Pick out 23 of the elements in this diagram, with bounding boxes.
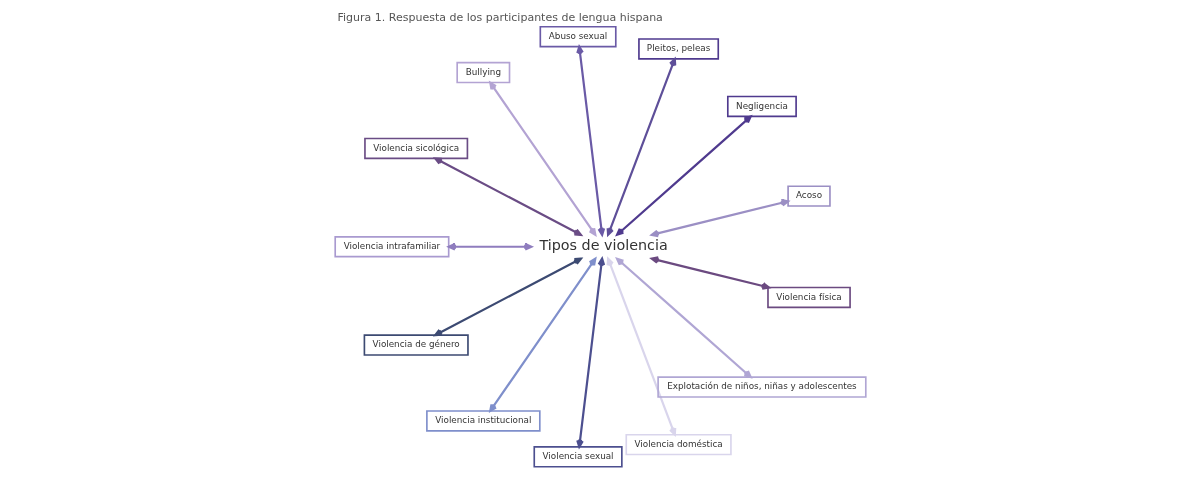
- arrow: [488, 257, 596, 412]
- node-box: Violencia institucional: [425, 410, 541, 432]
- node-box: Abuso sexual: [539, 25, 617, 48]
- arrow: [575, 257, 605, 448]
- node-box: Violencia de género: [363, 334, 469, 356]
- node-box: Acoso: [786, 185, 831, 207]
- node-text: Tipos de violencia: [538, 237, 668, 254]
- arrow: [433, 257, 582, 337]
- arrow: [433, 157, 582, 236]
- node-box: Violencia intrafamiliar: [333, 236, 449, 258]
- node-box: Bullying: [455, 61, 510, 84]
- node-box: Violencia sexual: [532, 446, 623, 468]
- diagram-title: Figura 1. Respuesta de los participantes de lengua hispana: [337, 11, 663, 25]
- node-box: Pleitos, peleas: [637, 38, 719, 60]
- arrow: [575, 45, 605, 236]
- node-box: Violencia sicológica: [363, 137, 468, 160]
- node-box: Explotación de niños, niñas y adolescentes: [656, 376, 867, 398]
- node-box: Negligencia: [726, 95, 797, 118]
- arrow: [447, 242, 532, 251]
- node-box: Violencia doméstica: [624, 433, 732, 456]
- arrow: [615, 115, 752, 236]
- arrow: [650, 199, 789, 238]
- node-box: Violencia física: [766, 286, 851, 309]
